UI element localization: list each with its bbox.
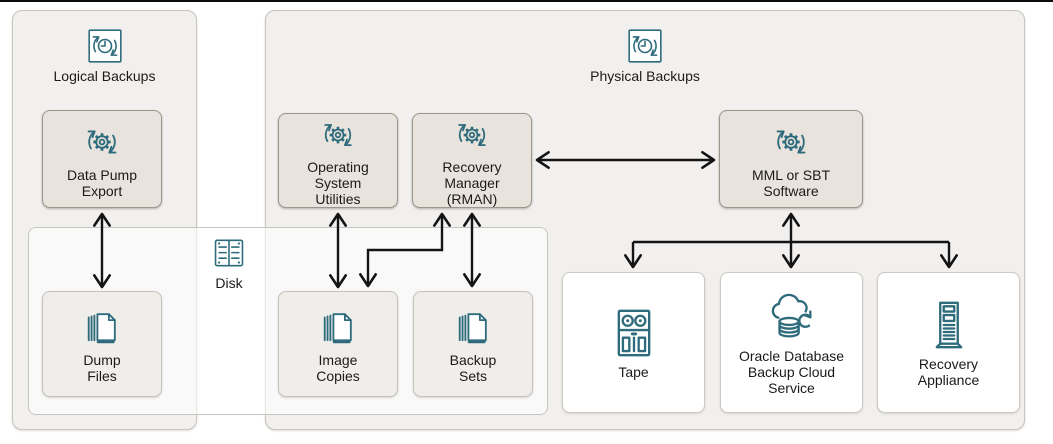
disk-array-icon (214, 239, 244, 267)
node-backup-sets: Backup Sets (413, 291, 533, 397)
gear-sync-icon (457, 123, 487, 147)
disk-label: Disk (215, 275, 243, 291)
tape-drive-icon (616, 309, 651, 357)
node-label: MML or SBT Software (751, 166, 831, 199)
node-recovery-manager-rman: Recovery Manager (RMAN) (412, 113, 532, 208)
node-label: Backup Sets (449, 351, 497, 384)
physical-backups-title: Physical Backups (590, 68, 700, 84)
clock-sync-icon (87, 29, 122, 63)
node-mml-or-sbt-software: MML or SBT Software (719, 110, 863, 208)
node-label: Tape (618, 364, 649, 380)
top-border-line (0, 0, 1053, 2)
files-icon (87, 312, 117, 343)
physical-backups-header: Physical Backups (266, 27, 1024, 84)
node-recovery-appliance: Recovery Appliance (877, 272, 1020, 413)
clock-sync-icon (628, 29, 662, 63)
node-oracle-database-backup-cloud-service: Oracle Database Backup Cloud Service (720, 272, 863, 413)
node-label: Image Copies (316, 351, 360, 384)
cloud-database-sync-icon (771, 293, 811, 338)
gear-sync-icon (87, 129, 117, 154)
node-label: Data Pump Export (66, 166, 138, 199)
node-image-copies: Image Copies (278, 291, 398, 397)
server-rack-icon (935, 301, 962, 349)
node-label: Recovery Manager (RMAN) (442, 159, 502, 207)
gear-sync-icon (323, 123, 353, 147)
logical-backups-header: Logical Backups (13, 27, 196, 84)
logical-backups-title: Logical Backups (53, 68, 156, 84)
node-label: Operating System Utilities (307, 159, 369, 207)
node-tape: Tape (562, 272, 705, 413)
node-data-pump-export: Data Pump Export (42, 110, 162, 208)
node-label: Recovery Appliance (917, 356, 980, 388)
node-label: Dump Files (83, 351, 121, 384)
files-icon (323, 312, 353, 343)
node-dump-files: Dump Files (42, 291, 162, 397)
gear-sync-icon (776, 129, 806, 154)
node-label: Oracle Database Backup Cloud Service (738, 348, 845, 396)
node-operating-system-utilities: Operating System Utilities (278, 113, 398, 208)
files-icon (458, 312, 488, 343)
disk-item: Disk (200, 234, 258, 291)
